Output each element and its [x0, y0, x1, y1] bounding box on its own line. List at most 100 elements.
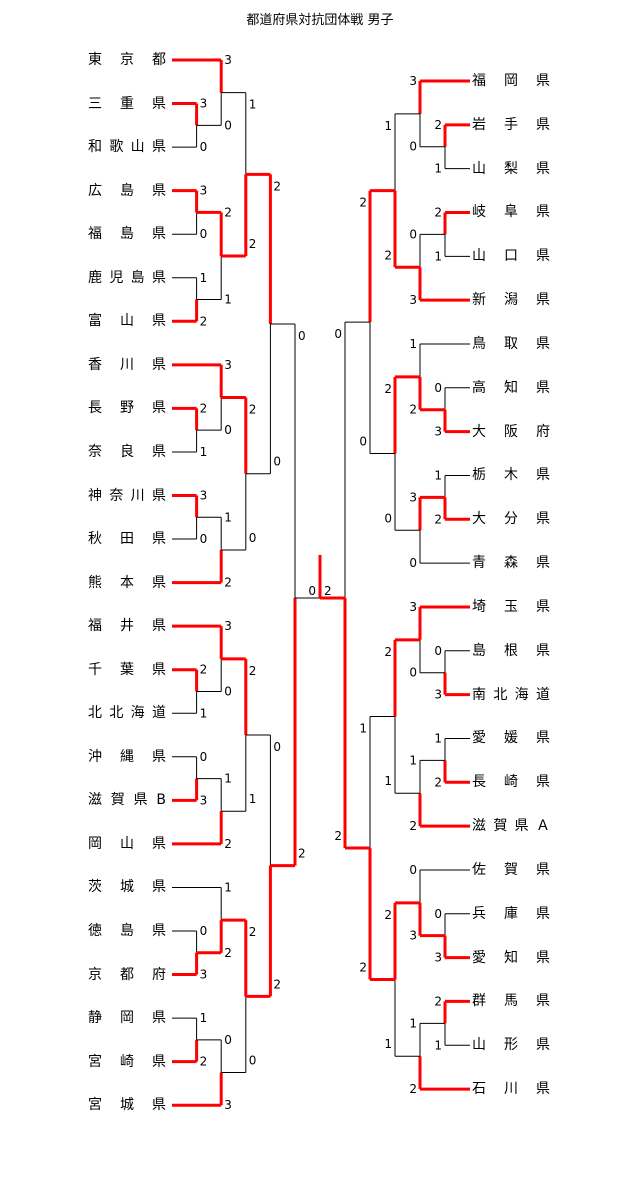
match-score: 0 [409, 227, 417, 241]
match-score: 2 [324, 584, 332, 598]
team-name: 長崎県 [472, 774, 550, 791]
match-score: 2 [224, 946, 232, 960]
team-name: 三重県 [88, 95, 166, 112]
match-score: 0 [409, 863, 417, 877]
match-score: 3 [224, 53, 232, 67]
match-score: 1 [384, 119, 392, 133]
match-score: 3 [409, 490, 417, 504]
match-score: 2 [384, 645, 392, 659]
match-score: 1 [359, 722, 367, 736]
match-score: 2 [224, 205, 232, 219]
team-name: 大分県 [472, 511, 550, 528]
team-name: 滋賀県B [88, 792, 166, 809]
match-score: 2 [334, 829, 342, 843]
match-score: 1 [200, 1011, 208, 1025]
match-score: 3 [200, 97, 208, 111]
match-score: 3 [200, 489, 208, 503]
match-score: 2 [249, 664, 257, 678]
match-score: 3 [434, 951, 442, 965]
team-name: 京都府 [88, 966, 166, 983]
team-name: 北北海道 [88, 705, 166, 722]
match-score: 0 [224, 423, 232, 437]
team-name: 宮崎県 [88, 1053, 166, 1070]
team-name: 青森県 [472, 555, 550, 572]
team-name: 鳥取県 [472, 335, 550, 352]
team-name: 岩手県 [472, 116, 550, 133]
team-name: 山梨県 [472, 160, 550, 177]
team-name: 南北海道 [472, 686, 550, 703]
match-score: 1 [200, 271, 208, 285]
team-name: 岐阜県 [472, 204, 550, 221]
team-name: 鹿児島県 [88, 269, 166, 286]
match-score: 0 [409, 666, 417, 680]
match-score: 0 [200, 924, 208, 938]
match-score: 1 [249, 792, 257, 806]
match-score: 0 [224, 118, 232, 132]
match-score: 0 [434, 907, 442, 921]
match-score: 3 [409, 74, 417, 88]
match-score: 0 [224, 684, 232, 698]
team-name: 愛知県 [472, 949, 550, 966]
match-score: 1 [249, 98, 257, 112]
team-name: 秋田県 [88, 531, 166, 548]
match-score: 0 [249, 1054, 257, 1068]
team-name: 奈良県 [88, 443, 166, 460]
match-score: 3 [409, 293, 417, 307]
team-name: 新潟県 [472, 292, 550, 309]
match-score: 2 [249, 237, 257, 251]
match-score: 3 [224, 358, 232, 372]
team-name: 佐賀県 [472, 861, 550, 878]
team-name: 山形県 [472, 1037, 550, 1054]
page-title: 都道府県対抗団体戦 男子 [246, 13, 394, 28]
match-score: 1 [409, 1016, 417, 1030]
match-score: 1 [409, 753, 417, 767]
match-score: 2 [249, 403, 257, 417]
match-score: 2 [200, 314, 208, 328]
match-score: 0 [200, 227, 208, 241]
team-name: 富山県 [88, 313, 166, 330]
match-score: 2 [384, 248, 392, 262]
match-score: 0 [384, 511, 392, 525]
team-name: 東京都 [88, 52, 166, 68]
match-score: 2 [224, 576, 232, 590]
match-score: 0 [249, 531, 257, 545]
team-name: 高知県 [472, 379, 550, 396]
team-name: 大阪府 [472, 423, 550, 440]
match-score: 2 [200, 401, 208, 415]
match-score: 1 [434, 162, 442, 176]
match-score: 3 [434, 425, 442, 439]
match-score: 1 [409, 337, 417, 351]
match-score: 0 [308, 584, 316, 598]
match-score: 0 [200, 750, 208, 764]
team-name: 広島県 [88, 182, 166, 199]
match-score: 3 [200, 793, 208, 807]
team-name: 愛媛県 [472, 730, 550, 747]
team-name: 和歌山県 [88, 139, 166, 156]
team-name: 石川県 [472, 1081, 550, 1098]
match-score: 0 [224, 1033, 232, 1047]
match-score: 3 [224, 1098, 232, 1112]
team-name: 栃木県 [472, 467, 550, 484]
match-score: 2 [384, 382, 392, 396]
match-score: 0 [200, 140, 208, 154]
match-score: 2 [359, 196, 367, 210]
team-name: 岡山県 [88, 835, 166, 852]
match-score: 3 [409, 929, 417, 943]
team-name: 千葉県 [88, 661, 166, 678]
match-score: 2 [359, 961, 367, 975]
match-score: 1 [434, 468, 442, 482]
match-score: 1 [200, 706, 208, 720]
match-score: 0 [434, 644, 442, 658]
team-name: 徳島県 [88, 923, 166, 939]
match-score: 2 [434, 775, 442, 789]
match-score: 3 [434, 688, 442, 702]
team-name: 長野県 [88, 400, 166, 417]
match-score: 0 [273, 740, 281, 754]
match-score: 2 [273, 977, 281, 991]
match-score: 2 [434, 205, 442, 219]
match-score: 2 [249, 925, 257, 939]
team-name: 香川県 [88, 356, 166, 373]
team-name: 福島県 [88, 226, 166, 243]
match-score: 1 [384, 774, 392, 788]
match-score: 2 [434, 994, 442, 1008]
